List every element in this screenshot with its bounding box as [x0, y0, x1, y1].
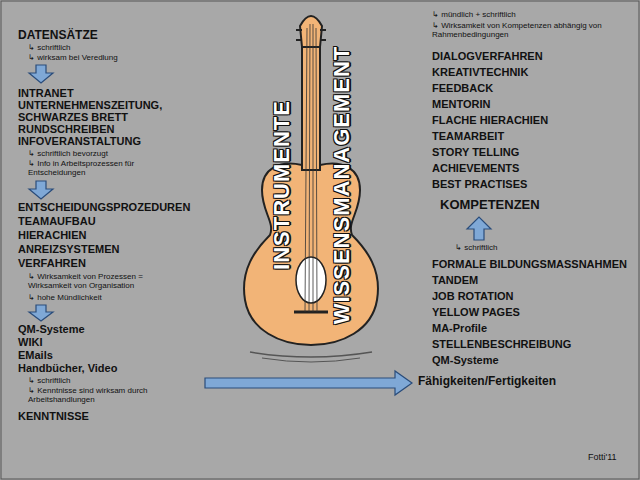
list-item: VERFAHREN — [18, 257, 86, 270]
tuning-peg — [320, 29, 326, 31]
list-item: QM-Systeme — [18, 323, 85, 336]
list-item: ↳ schriftlich — [28, 43, 71, 52]
signature: Fotti'11 — [588, 452, 617, 462]
title: INSTRUMENTE WISSENSMANAGEMENT — [252, 30, 372, 340]
list-item: ↳ Kenntnisse sind wirksam durch Arbeitsh… — [28, 386, 168, 404]
list-item: ↳ Wirksamkeit von Prozessen = Wirksamkei… — [28, 272, 168, 290]
list-item: ↳ Wirksamkeit von Kompetenzen abhängig v… — [432, 21, 627, 39]
list-item: ANREIZSYSTEMEN — [18, 243, 119, 256]
list-item: TEAMARBEIT — [432, 130, 504, 143]
list-item: DIALOGVERFAHREN — [432, 50, 543, 63]
guitar-shadow — [250, 352, 372, 357]
list-item: KOMPETENZEN — [440, 198, 540, 213]
list-item: EMails — [18, 349, 53, 362]
list-item: KENNTNISSE — [18, 410, 89, 423]
guitar-body — [244, 164, 378, 345]
list-item: ↳ schriftlich — [28, 376, 71, 385]
list-item: ENTSCHEIDUNGSPROZEDUREN — [18, 201, 190, 214]
list-item: ↳ mündlich + schriftlich — [432, 10, 516, 19]
list-item: INFOVERANSTALTUNG — [18, 135, 141, 148]
list-item: MENTORIN — [432, 98, 490, 111]
list-item: FORMALE BILDUNGSMASSNAHMEN — [432, 258, 627, 271]
list-item: DATENSÄTZE — [18, 29, 98, 43]
guitar-strings — [305, 24, 317, 312]
guitar-neck — [302, 45, 320, 170]
list-item: STORY TELLING — [432, 146, 519, 159]
tuning-peg — [296, 29, 302, 31]
list-item: FLACHE HIERACHIEN — [432, 114, 548, 127]
list-item: Handbücher, Video — [18, 362, 117, 375]
list-item: BEST PRACTISES — [432, 178, 527, 191]
list-item: WIKI — [18, 336, 42, 349]
list-item: SCHWARZES BRETT — [18, 111, 128, 124]
list-item: Fähigkeiten/Fertigkeiten — [418, 375, 556, 389]
list-item: FEEDBACK — [432, 82, 493, 95]
list-item: MA-Profile — [432, 322, 487, 335]
tuning-peg — [296, 39, 302, 41]
guitar-shadow — [262, 358, 360, 362]
tuning-peg — [320, 39, 326, 41]
guitar-head — [300, 16, 322, 47]
list-item: STELLENBESCHREIBUNG — [432, 338, 571, 351]
list-item: ↳ wirksam bei Veredlung — [28, 53, 118, 62]
list-item: YELLOW PAGES — [432, 306, 520, 319]
list-item: UNTERNEHMENSZEITUNG, — [18, 99, 162, 112]
list-item: KREATIVTECHNIK — [432, 66, 528, 79]
list-item: TEAMAUFBAU — [18, 215, 96, 228]
list-item: RUNDSCHREIBEN — [18, 123, 115, 136]
guitar-bridge — [294, 311, 328, 314]
list-item: ↳ schriftlich bevorzugt — [28, 149, 108, 158]
list-item: INTRANET — [18, 87, 74, 100]
list-item: HIERACHIEN — [18, 229, 86, 242]
list-item: ↳ hohe Mündlichkeit — [28, 293, 102, 302]
list-item: QM-Systeme — [432, 354, 499, 367]
list-item: TANDEM — [432, 274, 478, 287]
list-item: ↳ Info in Arbeitsprozessen für Entscheid… — [28, 159, 153, 177]
list-item: ↳ schriftlich — [455, 243, 498, 252]
list-item: JOB ROTATION — [432, 290, 513, 303]
sound-hole — [296, 257, 326, 303]
list-item: ACHIEVEMENTS — [432, 162, 519, 175]
